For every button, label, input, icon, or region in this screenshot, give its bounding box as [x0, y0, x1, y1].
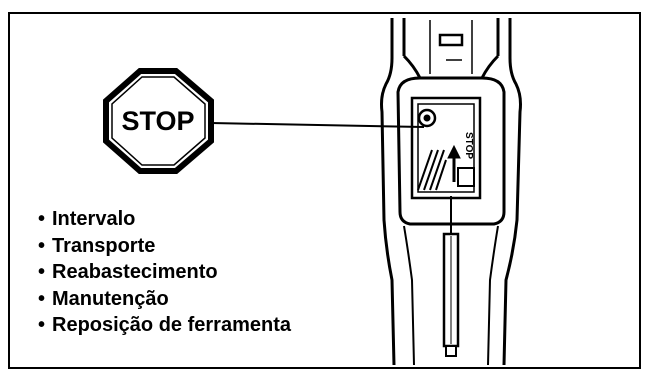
list-item: •Reposição de ferramenta — [38, 314, 291, 336]
stop-switch — [410, 96, 482, 200]
figure-frame — [8, 12, 641, 369]
list-item: •Manutenção — [38, 287, 169, 310]
list-item: •Transporte — [38, 234, 156, 257]
stop-usage-list: •Intervalo •Transporte •Reabastecimento … — [38, 206, 291, 339]
list-item-label: Reabastecimento — [52, 261, 218, 283]
switch-stop-label: STOP — [463, 132, 474, 159]
lower-rod — [442, 232, 460, 357]
list-item: •Reabastecimento — [38, 261, 218, 283]
handle-body — [380, 18, 522, 366]
top-slot — [429, 20, 473, 74]
stop-sign-octagon — [103, 68, 214, 174]
list-item-label: Transporte — [52, 234, 156, 257]
leader-line — [210, 122, 425, 128]
list-item-label: Manutenção — [52, 287, 169, 310]
list-item-label: Intervalo — [52, 208, 136, 230]
stop-sign-label: STOP — [121, 105, 195, 136]
list-item-label: Reposição de ferramenta — [52, 314, 291, 336]
list-item: •Intervalo — [38, 208, 136, 230]
